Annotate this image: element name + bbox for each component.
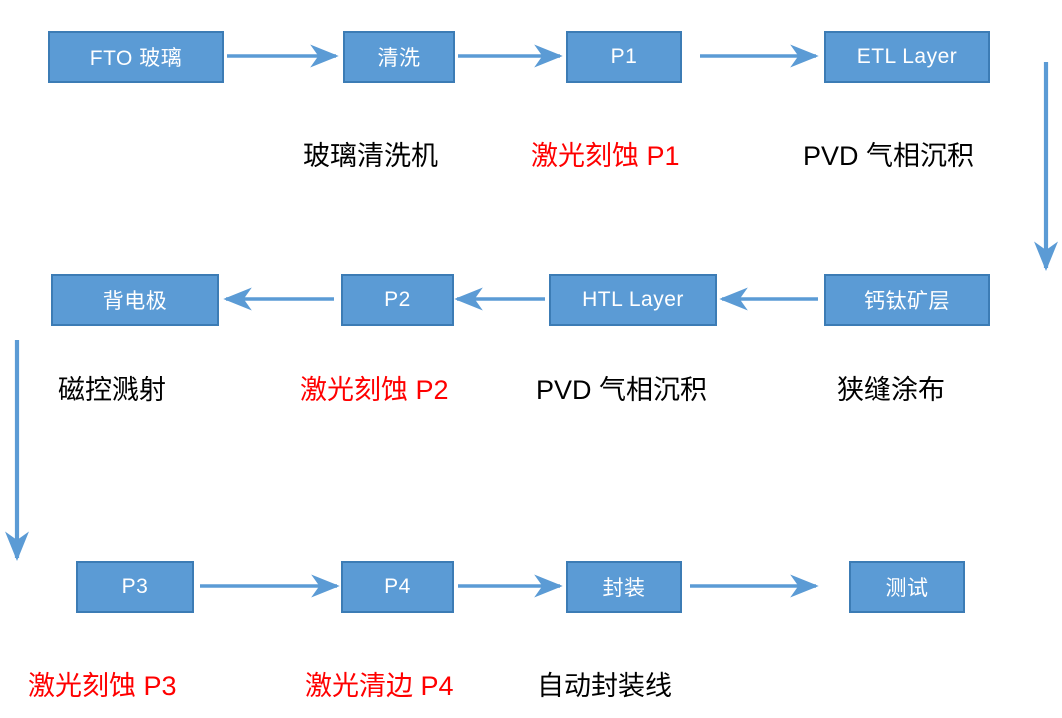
node-perovskite-layer[interactable]: 钙钛矿层 (824, 274, 990, 326)
node-label: ETL Layer (856, 45, 958, 68)
caption-laser-p3: 激光刻蚀 P3 (28, 671, 177, 701)
node-p4[interactable]: P4 (341, 561, 454, 613)
node-label: FTO 玻璃 (89, 47, 183, 70)
node-label: P2 (384, 288, 411, 311)
node-label: 测试 (885, 577, 929, 600)
caption-laser-edge-p4: 激光清边 P4 (305, 671, 454, 701)
caption-laser-p2: 激光刻蚀 P2 (300, 375, 449, 405)
node-back-electrode[interactable]: 背电极 (51, 274, 219, 326)
node-label: 封装 (602, 577, 646, 600)
node-label: P1 (610, 45, 638, 68)
node-encapsulate[interactable]: 封装 (566, 561, 682, 613)
node-clean[interactable]: 清洗 (343, 31, 455, 83)
node-label: 清洗 (377, 47, 421, 70)
caption-auto-pack: 自动封装线 (537, 671, 672, 701)
node-etl-layer[interactable]: ETL Layer (824, 31, 990, 83)
node-htl-layer[interactable]: HTL Layer (549, 274, 717, 326)
caption-pvd-2: PVD 气相沉积 (536, 375, 708, 405)
node-fto-glass[interactable]: FTO 玻璃 (48, 31, 224, 83)
caption-slot-die: 狭缝涂布 (837, 375, 945, 405)
caption-pvd-1: PVD 气相沉积 (803, 141, 975, 171)
caption-glass-cleaner: 玻璃清洗机 (303, 141, 438, 171)
node-label: 背电极 (102, 290, 168, 313)
node-p1[interactable]: P1 (566, 31, 682, 83)
caption-laser-p1: 激光刻蚀 P1 (531, 141, 680, 171)
node-test[interactable]: 测试 (849, 561, 965, 613)
node-label: P4 (384, 575, 411, 598)
node-label: P3 (121, 575, 149, 598)
node-p3[interactable]: P3 (76, 561, 194, 613)
caption-sputtering: 磁控溅射 (58, 375, 166, 405)
node-label: HTL Layer (582, 288, 684, 311)
node-p2[interactable]: P2 (341, 274, 454, 326)
node-label: 钙钛矿层 (864, 290, 950, 313)
